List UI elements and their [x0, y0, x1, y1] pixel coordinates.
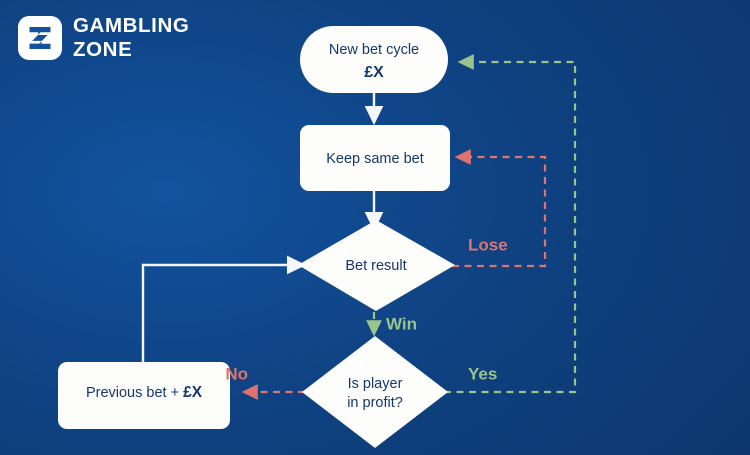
gambling-zone-z-logo-icon — [18, 16, 62, 60]
node-is-player-in-profit-line2: in profit? — [347, 395, 403, 411]
node-bet-result-label: Bet result — [345, 258, 406, 274]
edge-label-win: Win — [386, 314, 417, 333]
node-keep-same-bet-label: Keep same bet — [326, 151, 424, 167]
node-new-bet-cycle[interactable]: New bet cycle £X — [300, 26, 448, 93]
brand-line-2: ZONE — [73, 37, 133, 61]
node-previous-bet-label: Previous bet + — [86, 385, 183, 401]
brand-logo: GAMBLING ZONE — [18, 14, 190, 61]
brand-wordmark: GAMBLING ZONE — [73, 14, 190, 61]
edge-previousbet-to-betresult — [141, 255, 307, 362]
node-is-player-in-profit[interactable]: Is player in profit? — [302, 336, 448, 448]
edge-lose-betresult-to-keepbet — [452, 149, 547, 268]
edge-label-yes: Yes — [468, 364, 497, 383]
svg-text:Previous bet + £X: Previous bet + £X — [86, 384, 203, 401]
node-new-bet-cycle-line1: New bet cycle — [329, 42, 419, 58]
edge-label-lose: Lose — [468, 235, 508, 254]
node-previous-bet-amount: £X — [183, 384, 203, 401]
edge-yes-profit-to-newbet — [444, 54, 577, 394]
node-is-player-in-profit-line1: Is player — [348, 376, 403, 392]
node-new-bet-cycle-line2: £X — [364, 64, 384, 81]
edge-label-no: No — [225, 364, 248, 383]
node-previous-bet-plus[interactable]: Previous bet + £X — [58, 362, 230, 429]
brand-line-1: GAMBLING — [73, 14, 190, 37]
node-keep-same-bet[interactable]: Keep same bet — [300, 125, 450, 191]
node-bet-result[interactable]: Bet result — [298, 220, 455, 311]
